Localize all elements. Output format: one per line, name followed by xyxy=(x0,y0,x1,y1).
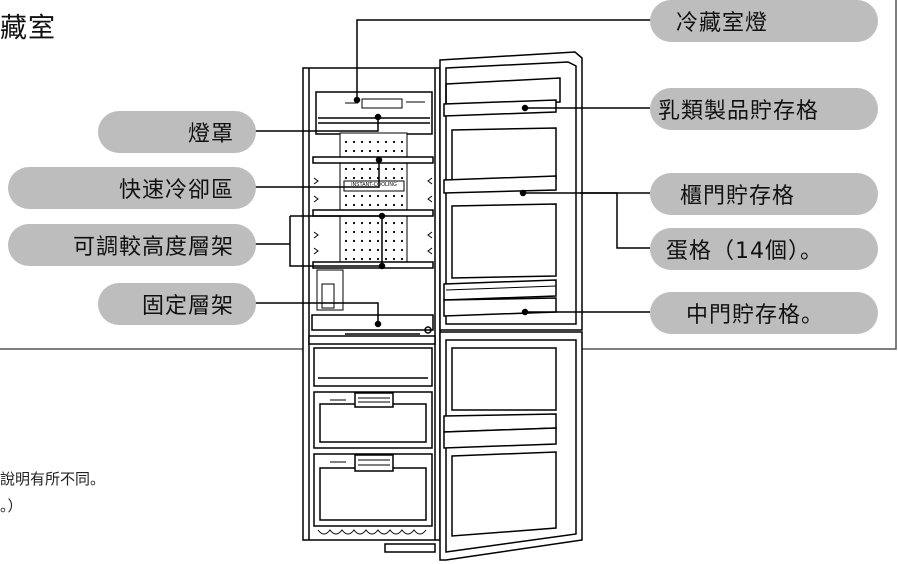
label-middle-door-bin-text: 中門貯存格。 xyxy=(686,303,825,328)
note-line-1: 說明有所不同。 xyxy=(0,470,106,488)
label-fridge-lamp: 冷藏室燈 xyxy=(650,0,878,42)
label-adjustable-shelf-text: 可調較高度層架 xyxy=(72,235,234,260)
label-egg-tray-text: 蛋格（14個）。 xyxy=(666,239,823,264)
lower-door xyxy=(439,331,583,561)
upper-door xyxy=(424,51,583,334)
label-egg-tray: 蛋格（14個）。 xyxy=(650,228,878,270)
leader-lines xyxy=(255,19,652,328)
label-quick-cool-text: 快速冷卻區 xyxy=(118,178,234,203)
label-door-bin-text: 櫃門貯存格 xyxy=(680,184,796,209)
label-middle-door-bin: 中門貯存格。 xyxy=(650,292,878,334)
label-fixed-shelf-text: 固定層架 xyxy=(141,294,234,319)
label-door-bin: 櫃門貯存格 xyxy=(650,173,878,215)
label-dairy-compartment-text: 乳類製品貯存格 xyxy=(658,99,820,124)
label-adjustable-shelf: 可調較高度層架 xyxy=(8,224,256,266)
fridge-shelves xyxy=(308,156,436,553)
label-quick-cool: 快速冷卻區 xyxy=(8,167,256,209)
section-title: 藏室 xyxy=(0,13,56,44)
label-lamp-cover-text: 燈罩 xyxy=(187,122,234,147)
label-dairy-compartment: 乳類製品貯存格 xyxy=(650,88,878,130)
label-fixed-shelf: 固定層架 xyxy=(98,283,256,325)
label-lamp-cover: 燈罩 xyxy=(98,111,256,153)
section-frame xyxy=(0,0,897,350)
instant-cooling-panel-text: INSTANT-COOLING xyxy=(351,182,397,188)
label-fridge-lamp-text: 冷藏室燈 xyxy=(676,11,769,36)
note-line-2: 。） xyxy=(0,497,23,515)
